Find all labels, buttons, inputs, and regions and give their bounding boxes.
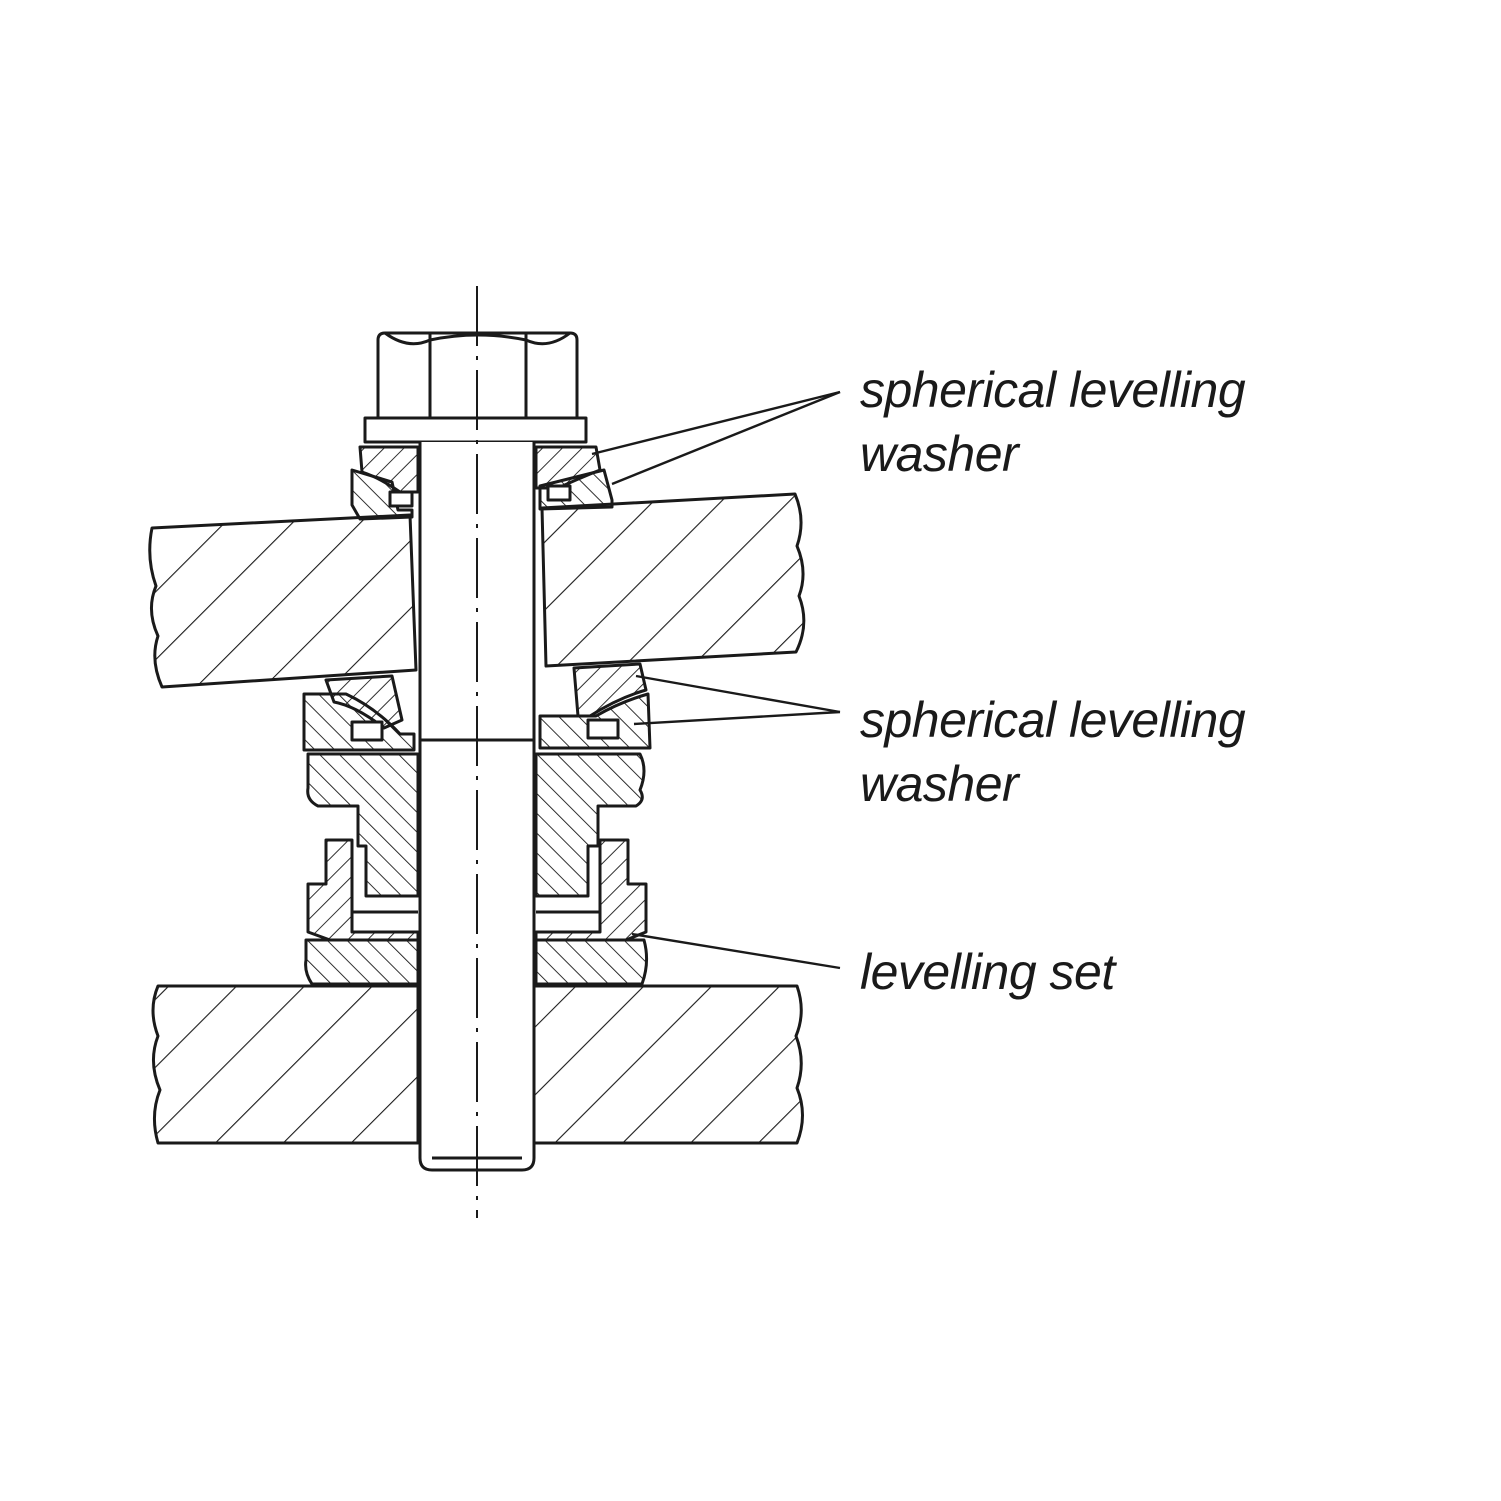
upper-washer-label-line1: spherical levelling — [860, 362, 1246, 418]
levelling-set-label: levelling set — [860, 940, 1115, 1004]
upper-washer-label-line2: washer — [860, 426, 1019, 482]
lower-washer-label-line1: spherical levelling — [860, 692, 1246, 748]
lower-washer-label: spherical levelling washer — [860, 688, 1246, 816]
lower-plate — [151, 984, 804, 1145]
levelling-set — [304, 752, 649, 986]
bolt-head — [363, 331, 588, 444]
lower-washer-label-line2: washer — [860, 756, 1019, 812]
upper-plate — [148, 492, 806, 689]
upper-spherical-washer — [350, 445, 614, 521]
lower-spherical-washer — [302, 662, 652, 752]
levelling-set-label-line1: levelling set — [860, 944, 1115, 1000]
leader-lines — [591, 390, 841, 970]
upper-washer-label: spherical levelling washer — [860, 358, 1246, 486]
